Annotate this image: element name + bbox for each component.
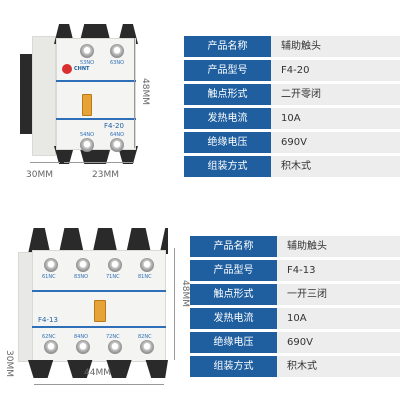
brand-logo-icon xyxy=(62,64,72,74)
spec-label: 产品名称 xyxy=(184,36,271,57)
spec-row: 发热电流 10A xyxy=(190,308,400,329)
terminal-label: 82NC xyxy=(138,334,152,340)
spec-row: 产品型号 F4-20 xyxy=(184,60,400,81)
side-panel xyxy=(32,36,56,156)
spec-row: 组装方式 积木式 xyxy=(190,356,400,377)
terminal-screw xyxy=(76,340,90,354)
terminal-screw xyxy=(80,44,94,58)
product-section-f4-20: CHNT 53NO 63NO F4-20 54NO 64NO 48MM 30MM… xyxy=(18,14,400,180)
terminal-screw xyxy=(80,138,94,152)
spec-row: 发热电流 10A xyxy=(184,108,400,129)
spec-row: 绝缘电压 690V xyxy=(184,132,400,153)
dimension-line-height xyxy=(174,248,175,360)
spec-label: 发热电流 xyxy=(190,308,277,329)
terminal-label: 54NO xyxy=(80,132,95,138)
dimension-line-depth xyxy=(30,162,60,163)
terminal-screw xyxy=(44,340,58,354)
terminal-label: 63NO xyxy=(110,60,125,66)
spec-row: 产品名称 辅助触头 xyxy=(184,36,400,57)
spec-value: 积木式 xyxy=(271,156,400,177)
spec-table-f4-20: 产品名称 辅助触头 产品型号 F4-20 触点形式 二开零闭 发热电流 10A … xyxy=(184,36,400,177)
spec-label: 绝缘电压 xyxy=(184,132,271,153)
spec-value: F4-13 xyxy=(277,260,400,281)
spec-label: 产品型号 xyxy=(184,60,271,81)
spec-value: 10A xyxy=(271,108,400,129)
spec-value: 一开三闭 xyxy=(277,284,400,305)
dimension-line-height xyxy=(134,38,135,148)
terminal-label: 84NO xyxy=(74,334,89,340)
spec-label: 触点形式 xyxy=(190,284,277,305)
blue-stripe-top xyxy=(32,290,166,292)
terminal-label: 64NO xyxy=(110,132,125,138)
contactor-f4-20-image: CHNT 53NO 63NO F4-20 54NO 64NO xyxy=(18,14,138,164)
terminal-screw xyxy=(44,258,58,272)
terminal-label: 83NO xyxy=(74,274,89,280)
spec-value: 二开零闭 xyxy=(271,84,400,105)
spec-label: 产品型号 xyxy=(190,260,277,281)
terminal-label: 72NC xyxy=(106,334,120,340)
terminal-screw xyxy=(108,258,122,272)
spec-label: 组装方式 xyxy=(190,356,277,377)
spec-label: 发热电流 xyxy=(184,108,271,129)
spec-value: 10A xyxy=(277,308,400,329)
spec-row: 组装方式 积木式 xyxy=(184,156,400,177)
spec-table-f4-13: 产品名称 辅助触头 产品型号 F4-13 触点形式 一开三闭 发热电流 10A … xyxy=(190,236,400,380)
dimension-line-width xyxy=(34,384,164,385)
terminal-label: 62NC xyxy=(42,334,56,340)
spec-value: 690V xyxy=(271,132,400,153)
terminal-screw xyxy=(110,44,124,58)
terminal-screw xyxy=(110,138,124,152)
front-face xyxy=(56,38,136,150)
dimension-height: 48MM xyxy=(140,78,150,105)
spec-row: 产品名称 辅助触头 xyxy=(190,236,400,257)
terminal-screw xyxy=(140,340,154,354)
spec-value: 辅助触头 xyxy=(271,36,400,57)
brand-logo-text: CHNT xyxy=(74,66,90,72)
terminal-label: 81NC xyxy=(138,274,152,280)
terminal-screw xyxy=(76,258,90,272)
terminal-label: 61NC xyxy=(42,274,56,280)
contactor-f4-13-image: 61NC 83NO 71NC 81NC F4-13 62NC 84NO 72NC… xyxy=(14,222,174,378)
dimension-width: 44MM xyxy=(84,368,111,378)
terminal-screw xyxy=(108,340,122,354)
spec-row: 触点形式 一开三闭 xyxy=(190,284,400,305)
spec-value: 690V xyxy=(277,332,400,353)
blue-stripe-bottom xyxy=(32,326,166,328)
spec-label: 绝缘电压 xyxy=(190,332,277,353)
blue-stripe-bottom xyxy=(56,118,136,120)
product-section-f4-13: 61NC 83NO 71NC 81NC F4-13 62NC 84NO 72NC… xyxy=(0,200,400,400)
device-model-text: F4-20 xyxy=(104,122,124,130)
blue-stripe-top xyxy=(56,80,136,82)
device-model-text: F4-13 xyxy=(38,316,58,324)
spec-row: 触点形式 二开零闭 xyxy=(184,84,400,105)
spec-label: 组装方式 xyxy=(184,156,271,177)
actuator-lever xyxy=(82,94,92,116)
dimension-depth: 30MM xyxy=(4,350,14,377)
dimension-width: 23MM xyxy=(92,170,119,180)
dimension-depth: 30MM xyxy=(26,170,53,180)
actuator-lever xyxy=(94,300,106,322)
spec-label: 触点形式 xyxy=(184,84,271,105)
terminal-label: 71NC xyxy=(106,274,120,280)
spec-value: F4-20 xyxy=(271,60,400,81)
spec-row: 绝缘电压 690V xyxy=(190,332,400,353)
dimension-height: 48MM xyxy=(180,280,190,307)
terminal-label: 53NO xyxy=(80,60,95,66)
spec-value: 积木式 xyxy=(277,356,400,377)
dimension-line-width xyxy=(64,162,134,163)
spec-label: 产品名称 xyxy=(190,236,277,257)
spec-row: 产品型号 F4-13 xyxy=(190,260,400,281)
spec-value: 辅助触头 xyxy=(277,236,400,257)
terminal-screw xyxy=(140,258,154,272)
